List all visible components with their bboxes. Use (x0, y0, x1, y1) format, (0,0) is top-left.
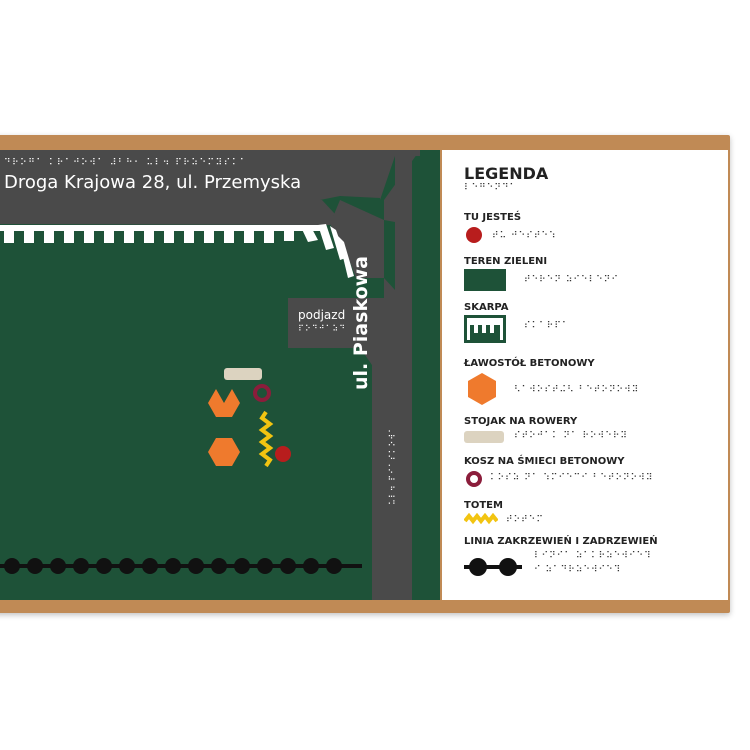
legend-item-tree-line: LINIA ZAKRZEWIEŃ I ZADRZEWIEŃ ⠇⠊⠝⠊⠁ ⠵⠁⠅⠗… (464, 536, 658, 587)
totem-icon (464, 513, 498, 525)
legend-item-label: TU JESTEŚ (464, 212, 522, 223)
road-layout (0, 150, 420, 600)
driveway-label: podjazd (298, 308, 346, 322)
bench-table-2 (208, 438, 240, 466)
legend-item-braille: ⠞⠑⠗⠑⠝ ⠵⠊⠑⠇⠑⠝⠊ (524, 275, 619, 285)
legend-item-braille: ⠎⠞⠕⠚⠁⠅ ⠝⠁ ⠗⠕⠺⠑⠗⠽ (514, 431, 629, 441)
street-braille: ⠥⠇⠲ ⠏⠊⠁⠎⠅⠕⠺⠁ (388, 426, 397, 505)
trash-bin (253, 384, 271, 402)
legend-item-label: TEREN ZIELENI (464, 256, 548, 267)
legend-item-slope: SKARPA ⠎⠅⠁⠗⠏⠁ (464, 302, 569, 343)
legend-item-green-area: TEREN ZIELENI ⠞⠑⠗⠑⠝ ⠵⠊⠑⠇⠑⠝⠊ (464, 256, 618, 297)
bike-rack (224, 368, 262, 380)
legend-item-bike-rack: STOJAK NA ROWERY ⠎⠞⠕⠚⠁⠅ ⠝⠁ ⠗⠕⠺⠑⠗⠽ (464, 416, 627, 457)
totem (258, 410, 274, 468)
legend-item-braille: ⠎⠅⠁⠗⠏⠁ (524, 321, 570, 331)
map-title-braille: ⠙⠗⠕⠛⠁ ⠅⠗⠁⠚⠕⠺⠁ ⠼⠃⠓⠂ ⠥⠇⠲ ⠏⠗⠵⠑⠍⠽⠎⠅⠁ (4, 158, 249, 168)
legend-item-bench-table: ŁAWOSTÓŁ BETONOWY ⠣⠁⠺⠕⠎⠞⠬⠣ ⠃⠑⠞⠕⠝⠕⠺⠽ (464, 358, 638, 407)
legend-item-you-are-here: TU JESTEŚ ⠞⠥ ⠚⠑⠎⠞⠑⠱ (464, 212, 556, 253)
legend-item-trash-bin: KOSZ NA ŚMIECI BETONOWY ⠅⠕⠎⠵ ⠝⠁ ⠱⠍⠊⠑⠉⠊ ⠃… (464, 456, 652, 497)
legend-item-label: LINIA ZAKRZEWIEŃ I ZADRZEWIEŃ (464, 536, 658, 547)
legend-panel: LEGENDA ⠇⠑⠛⠑⠝⠙⠁ TU JESTEŚ ⠞⠥ ⠚⠑⠎⠞⠑⠱ TERE… (442, 150, 728, 600)
legend-item-label: TOTEM (464, 500, 503, 511)
bench-table-1 (208, 389, 240, 417)
slope-line (0, 224, 354, 278)
legend-title: LEGENDA (464, 164, 549, 183)
legend-item-label: STOJAK NA ROWERY (464, 416, 578, 427)
you-are-here-icon (466, 227, 482, 243)
trash-bin-icon (466, 471, 482, 487)
bench-table-icon (468, 373, 496, 405)
road-krajowa (0, 150, 420, 200)
slope-icon (464, 315, 506, 343)
road-edge (0, 198, 335, 225)
tree-line (0, 558, 362, 574)
legend-item-totem: TOTEM ⠞⠕⠞⠑⠍ (464, 500, 543, 541)
map-title: Droga Krajowa 28, ul. Przemyska (4, 172, 302, 193)
driveway-braille: ⠏⠕⠙⠚⠁⠵⠙ (298, 324, 347, 333)
green-area-swatch (464, 269, 506, 291)
street-label: ul. Piaskowa (350, 256, 372, 390)
legend-title-braille: ⠇⠑⠛⠑⠝⠙⠁ (464, 183, 518, 193)
you-are-here-marker (275, 446, 291, 462)
tactile-map: ⠙⠗⠕⠛⠁ ⠅⠗⠁⠚⠕⠺⠁ ⠼⠃⠓⠂ ⠥⠇⠲ ⠏⠗⠵⠑⠍⠽⠎⠅⠁ Droga K… (0, 150, 440, 600)
legend-item-label: KOSZ NA ŚMIECI BETONOWY (464, 456, 625, 467)
legend-item-braille: ⠞⠕⠞⠑⠍ (506, 515, 544, 525)
bike-rack-icon (464, 431, 504, 443)
driveway (288, 298, 395, 348)
legend-item-label: SKARPA (464, 302, 509, 313)
legend-item-braille: ⠅⠕⠎⠵ ⠝⠁ ⠱⠍⠊⠑⠉⠊ ⠃⠑⠞⠕⠝⠕⠺⠽ (490, 473, 654, 483)
legend-item-braille: ⠣⠁⠺⠕⠎⠞⠬⠣ ⠃⠑⠞⠕⠝⠕⠺⠽ (514, 385, 640, 395)
legend-item-label: ŁAWOSTÓŁ BETONOWY (464, 358, 595, 369)
road-corner (330, 200, 384, 278)
legend-item-braille: ⠞⠥ ⠚⠑⠎⠞⠑⠱ (492, 231, 557, 241)
legend-item-braille: ⠇⠊⠝⠊⠁ ⠵⠁⠅⠗⠵⠑⠺⠊⠑⠹ (534, 551, 652, 561)
tree-line-icon (464, 558, 522, 576)
legend-item-braille-line2: ⠊ ⠵⠁⠙⠗⠵⠑⠺⠊⠑⠹ (534, 565, 622, 575)
